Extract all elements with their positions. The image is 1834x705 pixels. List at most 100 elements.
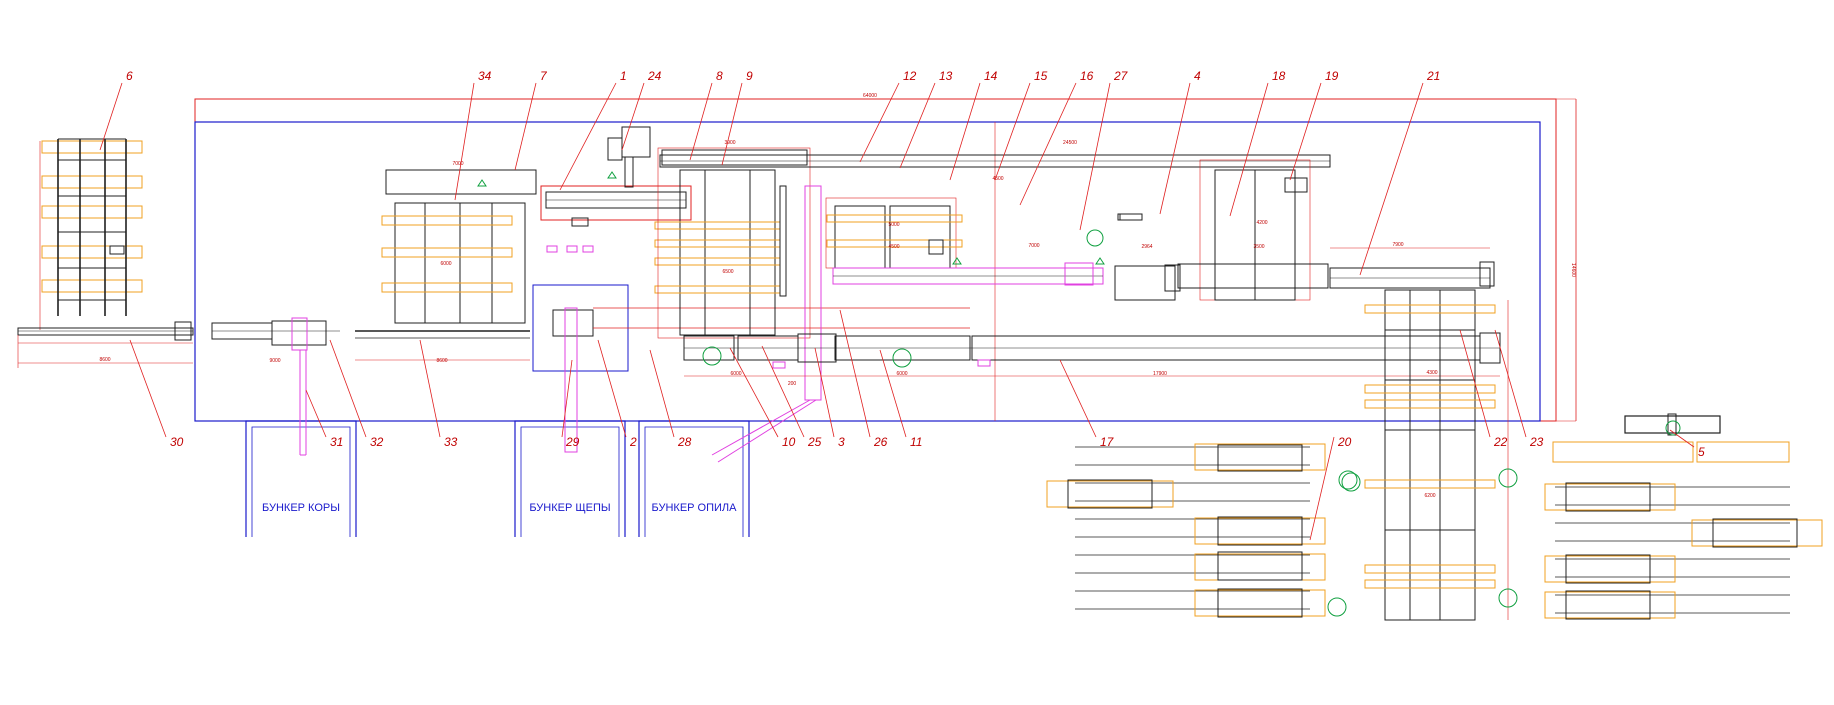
callout-top-leader-34 (454, 82, 475, 201)
central-deck (654, 147, 822, 463)
dim-sorter: 6000 (896, 371, 907, 377)
callout-top-34: 34 (478, 69, 492, 83)
dim-right-deck: 4200 (1256, 220, 1267, 226)
callout-top-8: 8 (716, 69, 723, 83)
dim-lower-conveyor: 17900 (1153, 371, 1167, 377)
left-infeed-conveyor (17, 321, 194, 368)
saw-line (540, 126, 692, 253)
callout-top-leader-13 (899, 82, 936, 169)
callout-top-leader-7 (514, 82, 537, 171)
callout-top-4: 4 (1194, 69, 1201, 83)
callout-top-leader-8 (689, 82, 713, 161)
callout-bottom-25: 25 (807, 435, 822, 449)
callout-bottom-leader-11 (879, 349, 907, 438)
callout-bottom-11: 11 (910, 435, 922, 449)
callout-bottom-leader-3 (814, 347, 835, 438)
bunker-chips-label: БУНКЕР ЩЕПЫ (529, 502, 610, 514)
dim-saw-line: 3900 (724, 140, 735, 146)
dim-lower-small: 200 (788, 381, 797, 387)
debarker (211, 317, 340, 456)
callout-top-19: 19 (1325, 69, 1339, 83)
callout-bottom-leader-25 (761, 345, 805, 438)
callout-top-12: 12 (903, 69, 917, 83)
building-outline (194, 98, 1577, 422)
callout-bottom-leader-26 (839, 309, 871, 438)
dim-lower-short: 6000 (730, 371, 741, 377)
callout-top-leader-18 (1229, 82, 1269, 217)
callout-top-leader-9 (721, 82, 743, 166)
stack-pockets-left (1046, 443, 1358, 618)
callout-bottom-29: 29 (565, 435, 580, 449)
sorter-tower (1341, 289, 1518, 621)
callout-bottom-31: 31 (330, 435, 343, 449)
callout-bottom-10: 10 (782, 435, 796, 449)
right-conveyor (1177, 247, 1495, 289)
callout-top-leader-4 (1159, 82, 1191, 215)
trimmer-block (825, 197, 963, 269)
bunker-bark-outline (245, 420, 357, 537)
bunker-sawdust-label: БУНКЕР ОПИЛА (652, 502, 738, 514)
bunker-sawdust-outline (638, 420, 750, 537)
callout-top-1: 1 (620, 69, 627, 83)
building-blue-frame (194, 121, 1541, 422)
dim-trim-3: 6500 (722, 269, 733, 275)
callout-bottom-leader-32 (329, 339, 367, 438)
callout-top-leader-1 (559, 82, 617, 191)
callout-top-24: 24 (647, 69, 662, 83)
callout-top-leader-24 (621, 82, 645, 151)
callout-top-16: 16 (1080, 69, 1094, 83)
callout-bottom-leader-17 (1059, 359, 1097, 438)
callout-bottom-leader-30 (129, 339, 167, 438)
callout-top-13: 13 (939, 69, 953, 83)
dim-building-height: 14600 (1570, 263, 1576, 277)
bunker-chips-outline (514, 420, 626, 537)
left-log-deck (39, 138, 143, 330)
callout-top-leader-16 (1019, 82, 1077, 206)
callout-top-leader-14 (949, 82, 981, 181)
callout-bottom-23: 23 (1529, 435, 1544, 449)
dim-left-conveyor: 8600 (99, 357, 110, 363)
bunkers: БУНКЕР КОРЫ БУНКЕР ЩЕПЫ БУНКЕР ОПИЛА (245, 420, 750, 537)
callout-top-18: 18 (1272, 69, 1286, 83)
callout-top-7: 7 (540, 69, 548, 83)
callout-bottom-32: 32 (370, 435, 384, 449)
callout-bottom-30: 30 (170, 435, 184, 449)
dimension-labels: 64000 14600 8600 9000 8600 7000 6000 390… (99, 93, 1576, 499)
callout-bottom-leader-29 (561, 359, 573, 438)
dim-upper-short: 4500 (992, 176, 1003, 182)
callout-bottom-17: 17 (1100, 435, 1115, 449)
dim-deck-width: 7000 (452, 161, 463, 167)
callout-top-leader-27 (1079, 82, 1111, 231)
callout-bottom-28: 28 (677, 435, 692, 449)
bunker-bark-label: БУНКЕР КОРЫ (262, 502, 340, 514)
callout-bottom-leader-28 (649, 349, 675, 438)
dim-deck-inner: 6000 (440, 261, 451, 267)
dim-middle-gap: 2964 (1141, 244, 1152, 250)
middle-conveyor (832, 213, 1181, 301)
dim-trim-2: 4500 (888, 244, 899, 250)
dim-trim-1: 5000 (888, 222, 899, 228)
dim-middle-right: 3500 (1253, 244, 1264, 250)
equipment (17, 126, 1823, 621)
callout-top-9: 9 (746, 69, 753, 83)
callout-top-leader-6 (99, 82, 123, 151)
dim-bottom-deck: 6200 (1424, 493, 1435, 499)
dim-upper-conveyor: 24500 (1063, 140, 1077, 146)
callout-top-leader-15 (994, 82, 1031, 181)
callout-bottom-5: 5 (1698, 445, 1705, 459)
dim-overall: 64000 (863, 93, 877, 99)
dim-middle-conveyor: 7000 (1028, 243, 1039, 249)
callout-bottom-20: 20 (1337, 435, 1352, 449)
callout-bottom-leader-20 (1309, 436, 1335, 541)
callout-bottom-leader-31 (305, 389, 327, 438)
callout-top-14: 14 (984, 69, 998, 83)
lower-conveyor (683, 332, 1501, 377)
callout-bottom-33: 33 (444, 435, 458, 449)
callout-top-leader-21 (1359, 82, 1424, 276)
stack-pockets-right (1544, 413, 1823, 620)
callout-top-6: 6 (126, 69, 133, 83)
